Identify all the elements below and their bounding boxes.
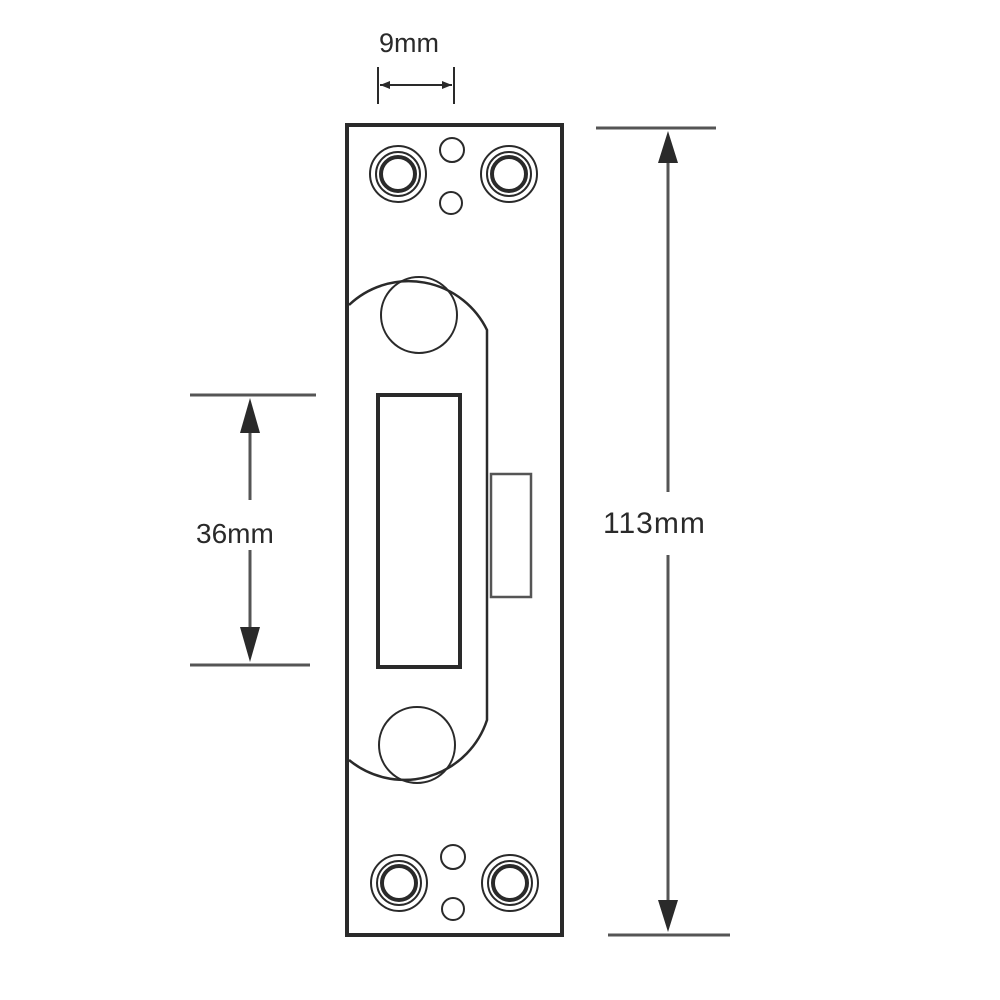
dimension-36mm	[190, 393, 316, 667]
latch-recess-outline	[348, 280, 489, 782]
side-slot	[489, 472, 533, 599]
bottom-screw-holes	[370, 844, 539, 921]
width-dimension-label: 9mm	[379, 28, 439, 58]
plate-outline	[345, 123, 564, 937]
slot-height-dimension-label: 36mm	[196, 518, 274, 549]
top-screw-holes	[369, 137, 538, 215]
overall-height-dimension-label: 113mm	[603, 507, 706, 540]
recess-circle-top	[380, 276, 458, 354]
dimension-113mm	[596, 126, 730, 937]
dimension-9mm	[377, 67, 455, 104]
recess-circle-bottom	[378, 706, 456, 784]
latch-slot	[376, 393, 462, 669]
